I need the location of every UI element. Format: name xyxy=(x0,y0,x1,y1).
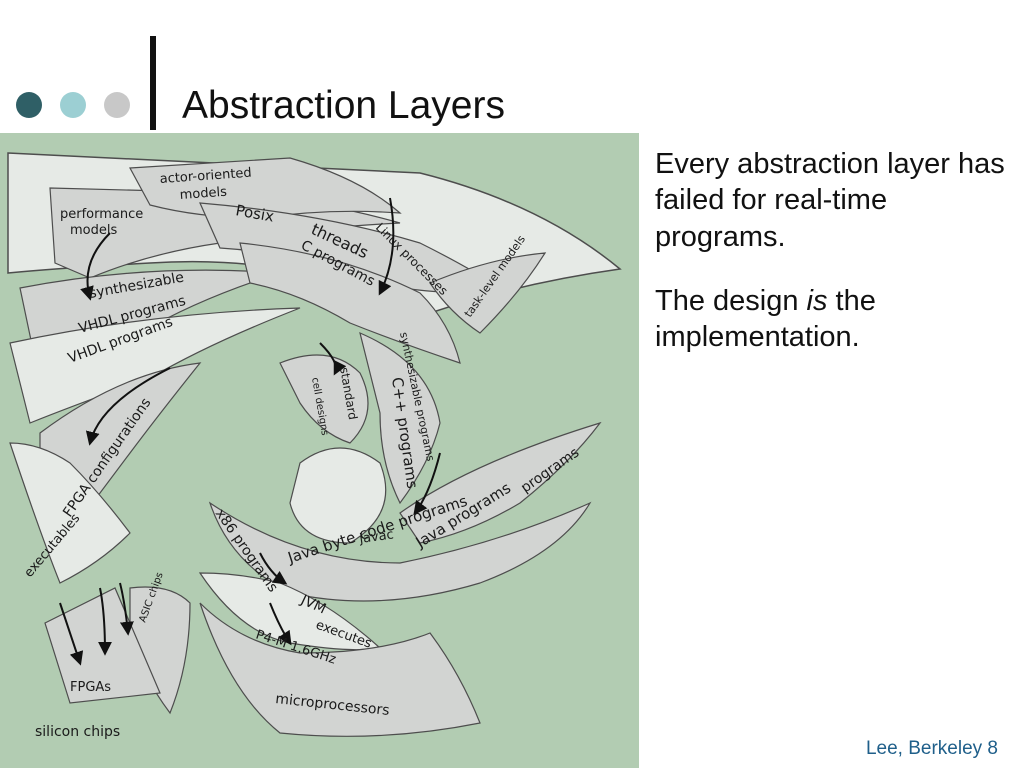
sheet-cpp xyxy=(359,331,441,505)
label-silicon-chips: silicon chips xyxy=(35,724,120,740)
sheet-center-swirl xyxy=(289,447,387,544)
dot-light-teal xyxy=(60,92,86,118)
arrow-asic xyxy=(119,582,134,636)
label-actor-oriented-2: models xyxy=(179,185,227,203)
title-divider-bar xyxy=(150,36,156,130)
abstraction-layers-diagram: actor-oriented models performance models… xyxy=(0,133,639,768)
decorative-dots xyxy=(16,92,130,118)
arrow-executes xyxy=(269,602,292,646)
label-actor-oriented-1: actor-oriented xyxy=(159,166,252,187)
arrow-fpgas xyxy=(97,587,112,656)
body-paragraph-1: Every abstraction layer has failed for r… xyxy=(655,148,1005,253)
arrow-vhdl xyxy=(85,367,171,446)
dot-dark-teal xyxy=(16,92,42,118)
slide-body: Every abstraction layer has failed for r… xyxy=(655,146,1005,383)
label-fpgas: FPGAs xyxy=(70,680,111,695)
label-performance-1: performance xyxy=(60,207,143,222)
arrow-executables xyxy=(59,602,84,666)
body-paragraph-2-start: The design xyxy=(655,284,807,317)
label-javac: javac xyxy=(357,527,394,547)
sheet-vhdl-lower xyxy=(9,307,301,424)
arrow-standard xyxy=(319,342,347,376)
body-paragraph-2: The design is the implementation. xyxy=(655,283,1005,356)
sheet-microprocessors xyxy=(199,602,481,737)
arrow-jvm xyxy=(259,552,288,585)
arrow-linux xyxy=(378,197,395,296)
sheet-task-level xyxy=(429,252,547,334)
arrow-cpp xyxy=(413,452,441,516)
label-performance-2: models xyxy=(70,223,117,238)
dot-grey xyxy=(104,92,130,118)
abstraction-swirl-svg: actor-oriented models performance models… xyxy=(0,133,639,768)
slide-title: Abstraction Layers xyxy=(182,84,505,127)
sheet-actor xyxy=(129,157,402,219)
body-paragraph-2-end: the implementation. xyxy=(655,284,876,353)
sheet-c-programs xyxy=(239,242,461,364)
slide-footer: Lee, Berkeley 8 xyxy=(865,738,998,759)
body-paragraph-2-emphasis: is xyxy=(806,284,828,317)
sheet-java xyxy=(399,421,602,544)
arrow-performance xyxy=(80,232,111,301)
sheet-standard-cell xyxy=(279,354,369,444)
sheet-executables xyxy=(9,442,131,584)
